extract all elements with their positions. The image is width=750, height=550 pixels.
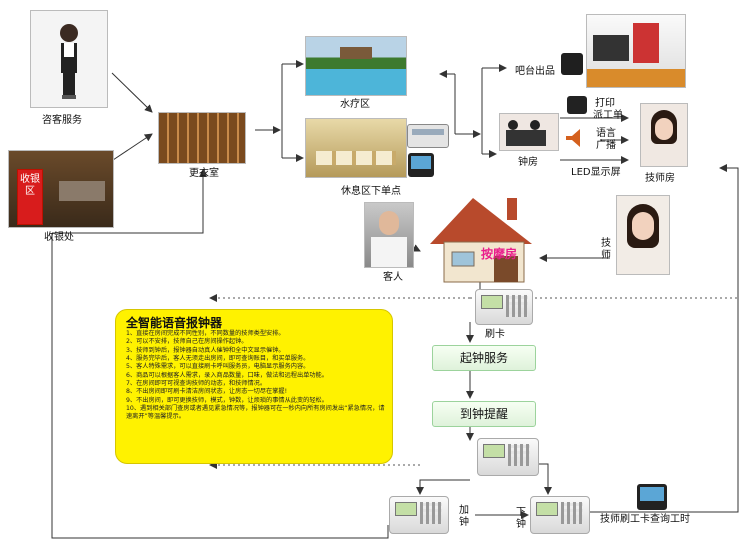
note-item: 2、可以不安排，技师自己在房间操作起钟。 xyxy=(126,338,248,346)
note-title: 全智能语音报钟器 xyxy=(126,316,223,330)
spa-area-label: 水疗区 xyxy=(340,99,370,110)
receptionist-photo xyxy=(30,10,108,108)
technician-room-label: 技师房 xyxy=(645,173,675,184)
cashier-sign: 收银区 xyxy=(17,169,43,225)
pos-terminal-device xyxy=(408,153,434,177)
voice-broadcast-label-line1: 语言 xyxy=(596,128,616,139)
print-dispatch-printer-icon xyxy=(567,96,587,114)
add-clock-keypad xyxy=(389,496,449,534)
voice-broadcast-label-line2: 广播 xyxy=(596,140,616,151)
note-item: 7、在房间即可可视查询技师的动态，和技师情况。 xyxy=(126,380,267,388)
start-service-box: 起钟服务 xyxy=(432,345,536,371)
changing-room-label: 更衣室 xyxy=(189,168,219,179)
end-clock-keypad xyxy=(530,496,590,534)
massage-room-sign: 按摩房 xyxy=(481,247,518,261)
clock-room-photo xyxy=(499,113,559,151)
end-clock-label: 下钟 xyxy=(516,507,526,530)
changing-room-photo xyxy=(158,112,246,164)
led-screen-label: LED显示屏 xyxy=(571,167,621,178)
time-up-reminder-box: 到钟提醒 xyxy=(432,401,536,427)
note-feature-list: 1、直接在房间完成不同性别，不同数量的技师类型安排。 2、可以不安排，技师自己在… xyxy=(126,330,388,422)
reminder-keypad xyxy=(477,438,539,476)
technician-label: 技师 xyxy=(601,238,611,261)
consult-service-label: 咨客服务 xyxy=(42,115,82,126)
note-item: 9、不出房间，即可更换技师，模式，钟数，让烦琐的事情从此变的轻松。 xyxy=(126,396,328,404)
note-item: 6、商品可以根据客人需求，录入商品数量，口味，做法和远程出单功能。 xyxy=(126,371,328,379)
bar-printer-device xyxy=(561,53,583,75)
note-item: 5、客人特殊需求，可以直接刷卡呼叫服务员，电脑显示服务内容。 xyxy=(126,363,310,371)
swipe-card-label: 刷卡 xyxy=(485,329,505,340)
guest-label: 客人 xyxy=(383,272,403,283)
tech-terminal-device xyxy=(637,484,667,510)
note-item: 8、不出房间即可刷卡清洁房间状态，让房态一切尽在掌握! xyxy=(126,388,288,396)
bar-photo xyxy=(586,14,686,88)
lounge-order-label: 休息区下单点 xyxy=(341,186,401,197)
spa-area-photo xyxy=(305,36,407,96)
note-item: 1、直接在房间完成不同性别，不同数量的技师类型安排。 xyxy=(126,330,285,337)
print-dispatch-label-line1: 打印 xyxy=(595,98,615,109)
tech-swipe-query-label: 技师刷工卡查询工时 xyxy=(600,514,690,525)
note-item: 4、服务完毕后，客人无须走出房间，即可查询账目，和买单服务。 xyxy=(126,355,310,363)
clock-room-label: 钟房 xyxy=(518,157,538,168)
add-clock-label: 加钟 xyxy=(459,505,469,528)
note-item: 3、技师到钟后，报钟器自动真人催钟和全中文显示催钟。 xyxy=(126,346,285,354)
bar-output-label: 吧台出品 xyxy=(515,66,555,77)
lounge-photo xyxy=(305,118,407,178)
cashier-photo: 收银区 xyxy=(8,150,114,228)
cashier-label: 收银处 xyxy=(44,232,74,243)
print-dispatch-label-line2: 派工单 xyxy=(593,110,623,121)
swipe-card-keypad xyxy=(475,289,533,325)
voice-clock-feature-note: 全智能语音报钟器 1、直接在房间完成不同性别，不同数量的技师类型安排。 2、可以… xyxy=(115,309,393,464)
technician-room-photo xyxy=(640,103,688,167)
technician-photo xyxy=(616,195,670,275)
guest-photo xyxy=(364,202,414,268)
order-keypad-device xyxy=(407,124,449,148)
note-item: 10、遇到相关部门查房或者遇见紧急情况等，报钟器可在一秒内向所有房间发出“紧急情… xyxy=(126,405,385,421)
